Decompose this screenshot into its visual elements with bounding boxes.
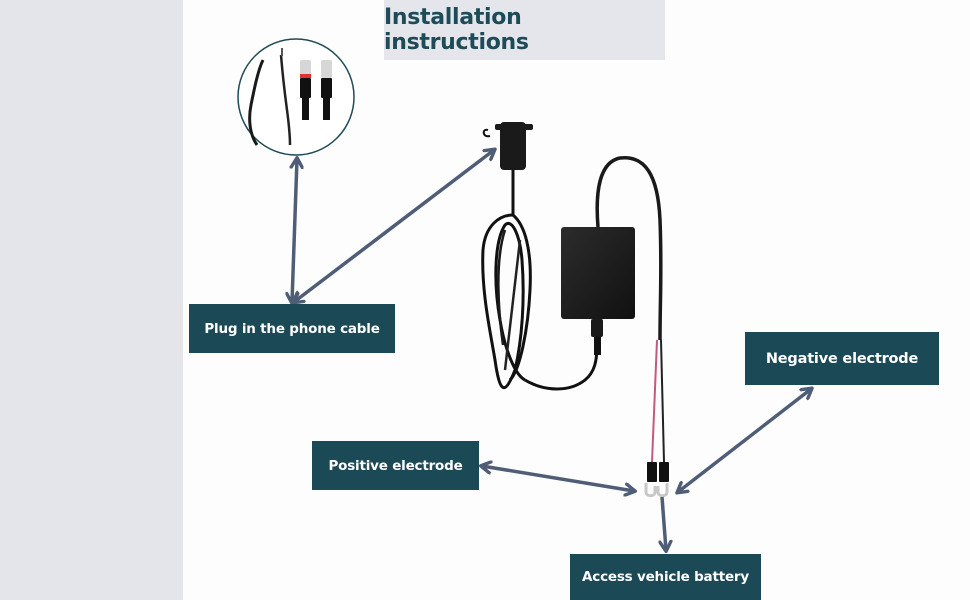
positive-electrode-text: Positive electrode (328, 457, 463, 474)
arrow-inset-to-label (292, 159, 297, 302)
arrow-label-to-connector (294, 150, 494, 302)
access-vehicle-battery-text: Access vehicle battery (582, 569, 749, 585)
arrow-battery (662, 496, 666, 550)
access-vehicle-battery-label: Access vehicle battery (570, 554, 761, 600)
negative-electrode-label: Negative electrode (745, 332, 939, 385)
arrow-negative (678, 389, 811, 492)
plug-phone-cable-text: Plug in the phone cable (204, 320, 380, 337)
arrow-positive (482, 466, 634, 491)
negative-electrode-text: Negative electrode (765, 350, 919, 367)
page-title: Installation instructions (384, 5, 529, 55)
positive-electrode-label: Positive electrode (312, 441, 479, 490)
spade-terminal-icon (644, 462, 669, 498)
hardwire-kit-icon (481, 122, 665, 463)
plug-phone-cable-label: Plug in the phone cable (189, 304, 395, 353)
side-panel (0, 0, 183, 600)
title-box: Installation instructions (384, 0, 665, 60)
usb-cable-inset-icon (237, 38, 355, 156)
